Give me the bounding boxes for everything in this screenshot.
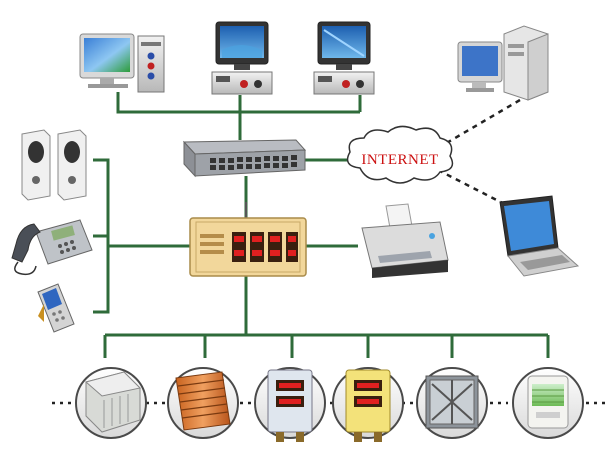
- field-device-2: [167, 367, 239, 439]
- network-switch-icon: [182, 139, 307, 178]
- field-device-1: [75, 367, 147, 439]
- speakers-icon: [21, 129, 87, 201]
- desktop-computer-icon: [313, 21, 375, 95]
- speakers: [21, 129, 87, 201]
- network-switch: [182, 139, 307, 178]
- printer-icon: [361, 203, 449, 278]
- telephone: [11, 219, 93, 276]
- internet-cloud: INTERNET: [346, 125, 454, 184]
- ac-unit-icon: [84, 371, 142, 433]
- field-device-3: [254, 367, 326, 442]
- telephone-icon: [11, 219, 93, 276]
- field-device-5: [416, 367, 488, 439]
- temp-humidity-sensor-icon: [267, 369, 313, 442]
- field-device-4: [332, 367, 404, 442]
- printer: [361, 203, 449, 278]
- field-bus-line: [103, 333, 550, 358]
- left-bus-line: [93, 158, 190, 314]
- laptop-icon: [499, 195, 580, 277]
- internet-to-remote-pc-line: [437, 98, 521, 150]
- remote-pc: [457, 25, 549, 101]
- internet-label: INTERNET: [361, 152, 438, 168]
- workstation-3: [313, 21, 375, 95]
- alarm-controller: [189, 202, 307, 277]
- field-device-6: [512, 367, 584, 439]
- desktop-computer-icon: [79, 33, 165, 93]
- temp-humidity-sensor-icon: [345, 369, 391, 442]
- laptop: [499, 195, 580, 277]
- top-bus-line: [116, 92, 362, 114]
- workstation-1: [79, 33, 165, 93]
- mobile-phone: [37, 283, 75, 333]
- connection-lines: [93, 92, 550, 358]
- alarm-controller-icon: [189, 202, 307, 277]
- internet-cloud-icon: [346, 125, 454, 184]
- workstation-2: [211, 21, 273, 95]
- air-conditioner-icon: [527, 375, 569, 429]
- exhaust-fan-icon: [425, 375, 479, 429]
- heat-exchanger-icon: [175, 371, 231, 431]
- mobile-phone-icon: [37, 283, 75, 333]
- desktop-computer-icon: [211, 21, 273, 95]
- controller-display-group: [232, 232, 298, 262]
- remote-pc-icon: [457, 25, 549, 101]
